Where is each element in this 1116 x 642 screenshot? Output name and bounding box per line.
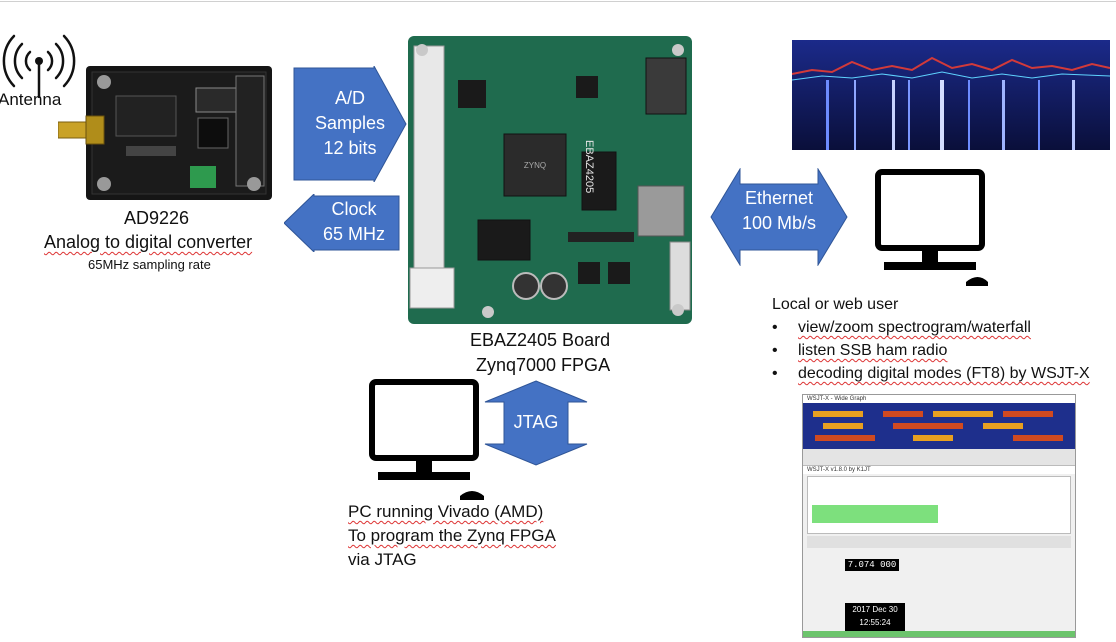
pc-line-2: To program the Zynq FPGA	[348, 526, 556, 545]
samples-arrow-label: A/D Samples 12 bits	[314, 88, 386, 158]
user-feature-list: view/zoom spectrogram/waterfall listen S…	[772, 316, 1090, 385]
board-fpga: Zynq7000 FPGA	[476, 355, 611, 375]
board-name: EBAZ2405 Board	[470, 330, 611, 350]
ethernet-arrow-label: Ethernet 100 Mb/s	[741, 188, 817, 233]
board-silkscreen: EBAZ4205	[583, 140, 595, 193]
wsjtx-status-bar	[803, 631, 1075, 637]
adc-subtitle: Analog to digital converter	[44, 232, 253, 252]
ebaz-board-image: ZYNQ EBAZ4205	[408, 36, 692, 324]
samples-arrow	[293, 66, 407, 182]
list-item: decoding digital modes (FT8) by WSJT-X	[772, 362, 1090, 385]
antenna-icon	[2, 34, 76, 98]
svg-text:ZYNQ: ZYNQ	[524, 161, 546, 170]
wsjtx-waterfall	[803, 403, 1075, 449]
adc-board-image	[86, 66, 272, 200]
wsjtx-screenshot: WSJT-X - Wide Graph WSJT-X v1.8.0 by K1J…	[802, 394, 1076, 638]
clock-arrow-label: Clock 65 MHz	[322, 199, 385, 244]
list-item: listen SSB ham radio	[772, 339, 1090, 362]
wsjtx-main-title: WSJT-X v1.8.0 by K1JT	[803, 466, 1075, 474]
user-title: Local or web user	[772, 296, 899, 313]
list-item: view/zoom spectrogram/waterfall	[772, 316, 1090, 339]
wsjtx-highlight-rows	[812, 505, 938, 523]
pc-monitor-icon	[369, 379, 484, 500]
top-divider	[0, 1, 1116, 2]
pc-line-3: via JTAG	[348, 550, 417, 569]
pc-description: PC running Vivado (AMD) To program the Z…	[348, 500, 556, 572]
jtag-arrow-label: JTAG	[513, 412, 559, 432]
sma-connector-icon	[58, 115, 105, 145]
pc-line-1: PC running Vivado (AMD)	[348, 502, 544, 521]
jtag-arrow	[484, 380, 588, 466]
wsjtx-controls-bar	[803, 449, 1075, 466]
adc-name: AD9226	[124, 208, 190, 228]
wsjtx-wide-graph-title: WSJT-X - Wide Graph	[803, 395, 1075, 403]
clock-arrow	[284, 194, 400, 252]
spectrogram-image	[791, 40, 1111, 150]
wsjtx-activity-panels	[807, 476, 1071, 534]
ethernet-arrow	[710, 168, 848, 266]
wsjtx-frequency-display: 7.074 000	[845, 559, 899, 571]
antenna-label: Antenna	[0, 90, 62, 109]
wsjtx-clock: 2017 Dec 30 12:55:24	[845, 603, 905, 631]
adc-rate: 65MHz sampling rate	[88, 257, 211, 272]
wsjtx-button-row	[807, 536, 1071, 548]
user-monitor-icon	[875, 169, 988, 286]
